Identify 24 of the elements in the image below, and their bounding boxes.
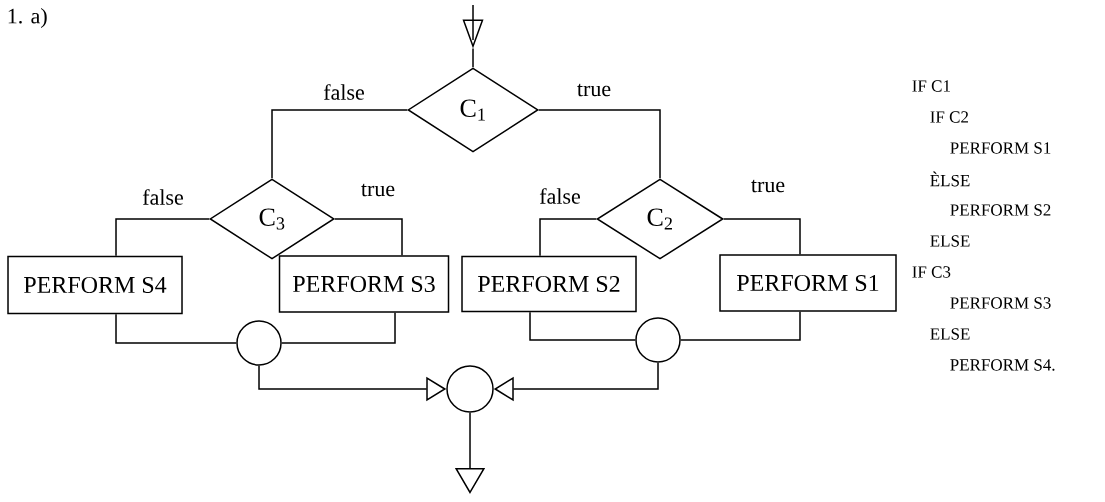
junction-circle — [446, 365, 494, 413]
code-line: ELSE — [930, 235, 970, 247]
code-line: PERFORM S4. — [950, 359, 1055, 371]
code-line: PERFORM S1 — [950, 142, 1051, 154]
code-line: IF C2 — [930, 111, 968, 123]
code-line: IF C3 — [912, 266, 951, 278]
figure-number: 1. a) — [8, 8, 47, 28]
code-line: ÈLSE — [930, 171, 970, 187]
edge-label: false — [322, 83, 366, 101]
edge-label: false — [538, 187, 582, 205]
process-box: PERFORM S4 — [7, 255, 183, 315]
code-line: PERFORM S2 — [950, 204, 1051, 216]
edge-label: false — [141, 188, 185, 206]
process-box: PERFORM S3 — [278, 255, 450, 313]
edge-label: true — [359, 182, 397, 198]
process-box: PERFORM S2 — [461, 255, 637, 313]
edge-label: true — [575, 82, 613, 98]
edge-label: true — [749, 178, 787, 194]
code-line: PERFORM S3 — [950, 297, 1051, 309]
junction-circle — [635, 317, 681, 363]
process-box: PERFORM S1 — [719, 254, 897, 312]
code-line: ELSE — [930, 328, 970, 340]
code-line: IF C1 — [912, 80, 950, 92]
junction-circle — [236, 320, 282, 366]
